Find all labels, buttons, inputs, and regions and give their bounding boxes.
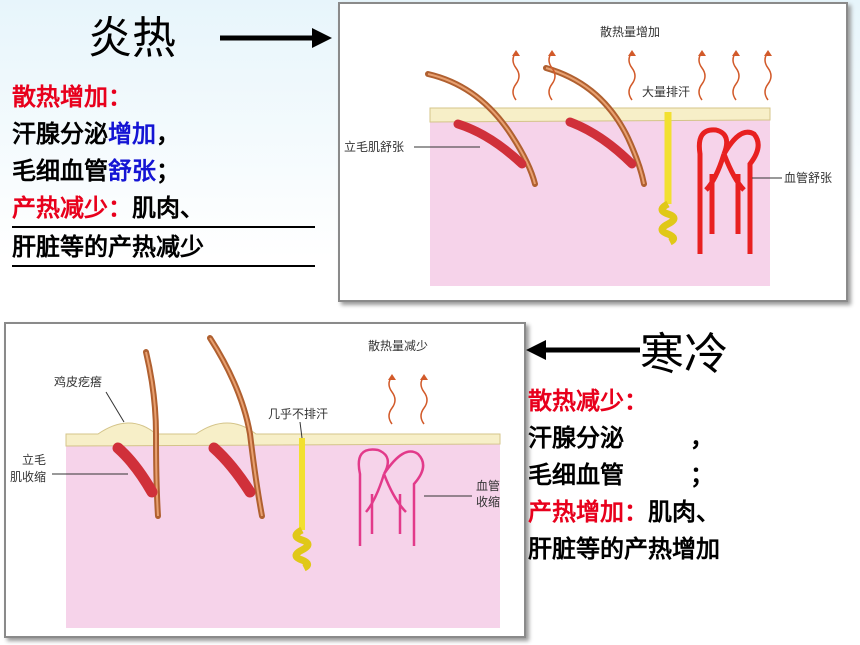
cold-muscle-2: [208, 442, 256, 498]
cold-label-muscle-2: 肌收缩: [10, 469, 46, 484]
hot-text: 散热增加： 汗腺分泌增加， 毛细血管舒张； 产热减少：肌肉、 肝脏等的产热减少: [12, 78, 315, 267]
cold-label-sweat: 几乎不排汗: [268, 407, 328, 421]
hot-title: 炎热: [88, 13, 176, 64]
cold-label-top: 散热量减少: [368, 338, 428, 353]
hot-line-3: 毛细血管舒张；: [12, 156, 180, 185]
hot-heat-waves: [512, 51, 772, 101]
cold-label-vessel-1: 血管: [476, 478, 500, 493]
hot-muscle-2: [565, 117, 637, 169]
cold-label-vessel-2: 收缩: [476, 494, 500, 509]
cold-muscle-1: [112, 442, 158, 498]
hot-line-5: 肝脏等的产热减少: [12, 228, 315, 267]
cold-epidermis: [65, 422, 501, 447]
cold-line-3: 毛细血管；: [528, 460, 714, 489]
cold-line-2: 汗腺分泌，: [528, 423, 714, 452]
hot-label-top: 散热量增加: [600, 24, 660, 39]
hot-diagram: 散热量增加 大量排汗 立毛肌舒张 血管舒张: [338, 2, 848, 302]
hot-label-muscle: 立毛肌舒张: [344, 139, 404, 154]
cold-heat-waves: [388, 375, 428, 425]
arrow-left-icon: [524, 338, 642, 366]
cold-line-1: 散热减少：: [528, 386, 648, 415]
hot-line-2: 汗腺分泌增加，: [12, 119, 180, 148]
hot-line-1: 散热增加：: [12, 82, 132, 111]
arrow-right-icon: [218, 26, 333, 54]
hot-label-vessel: 血管舒张: [784, 170, 832, 185]
cold-blood-vessels: [357, 448, 425, 546]
cold-title: 寒冷: [640, 329, 728, 380]
cold-diagram: 散热量减少 鸡皮疙瘩 几乎不排汗 立毛 肌收缩 血管 收缩: [4, 322, 526, 638]
hot-label-sweat: 大量排汗: [642, 85, 690, 99]
cold-line-5: 肝脏等的产热增加: [528, 534, 720, 563]
hot-blood-vessels: [696, 127, 761, 254]
cold-label-goose: 鸡皮疙瘩: [54, 374, 102, 389]
cold-text: 散热减少： 汗腺分泌， 毛细血管； 产热增加：肌肉、 肝脏等的产热增加: [528, 382, 720, 567]
cold-label-muscle-1: 立毛: [22, 452, 46, 467]
hot-muscle-1: [453, 119, 527, 169]
cold-line-4: 产热增加：肌肉、: [528, 497, 720, 526]
cold-sweat-gland: [292, 526, 312, 572]
hot-sweat-gland: [658, 200, 678, 246]
hot-epidermis: [429, 107, 771, 123]
hot-line-4: 产热减少：肌肉、: [12, 189, 315, 228]
